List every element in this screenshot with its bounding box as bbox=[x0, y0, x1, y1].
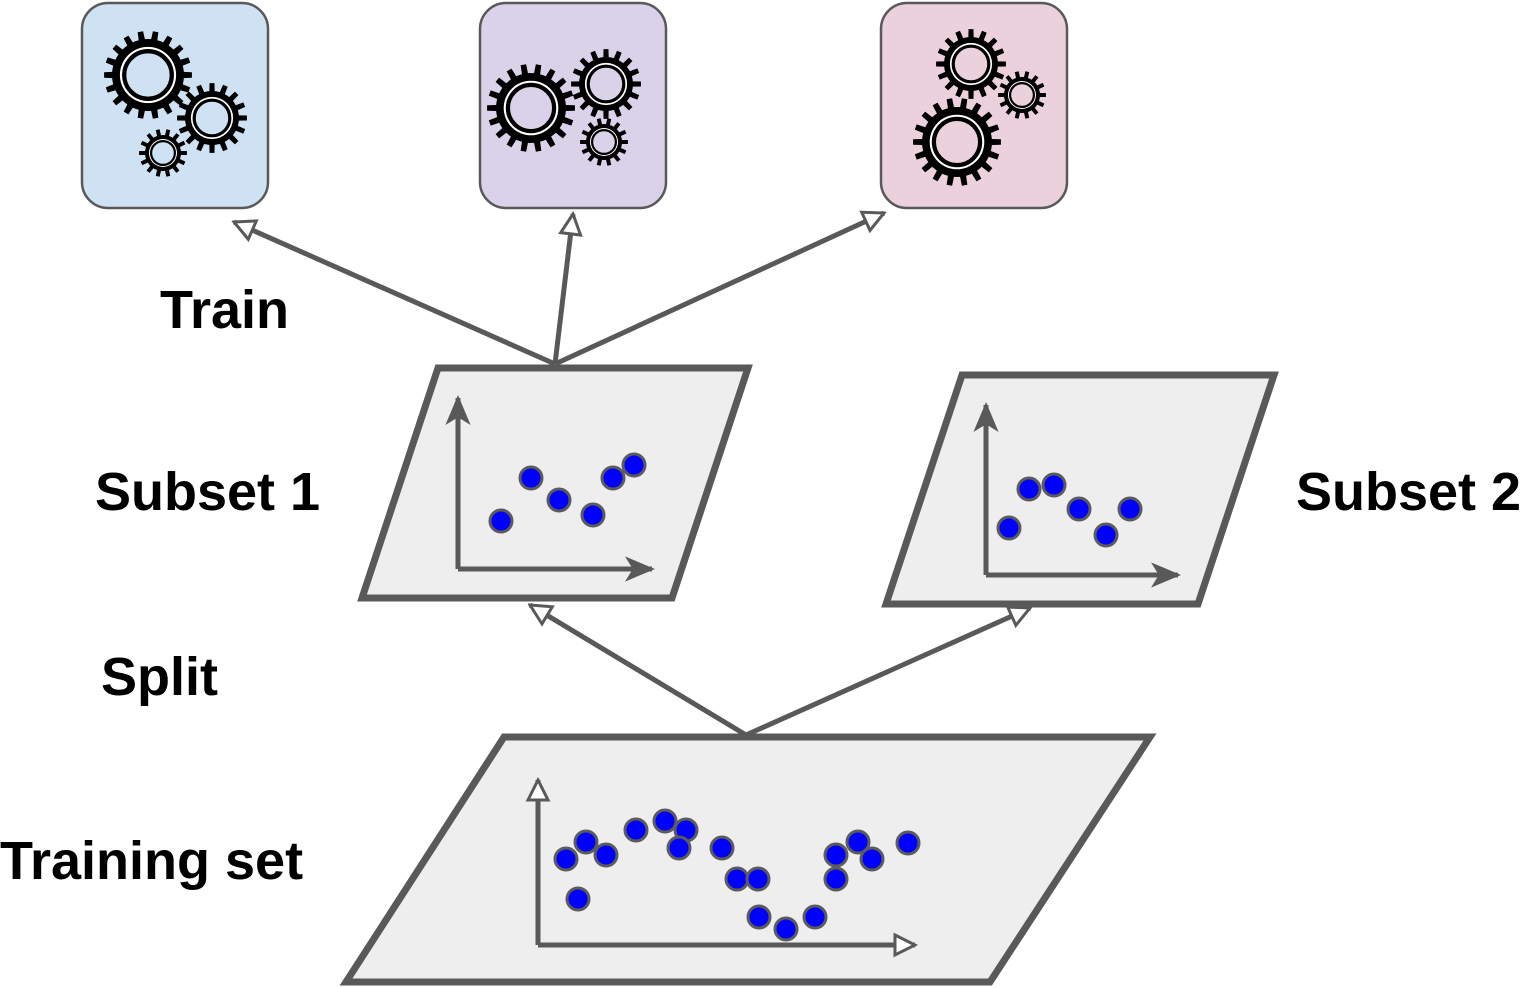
gear-icon bbox=[571, 49, 641, 119]
train-arrow-2 bbox=[552, 214, 573, 365]
subset-2-label: Subset 2 bbox=[1296, 462, 1521, 522]
data-point bbox=[621, 452, 647, 478]
train-label: Train bbox=[160, 280, 289, 340]
data-point bbox=[488, 508, 514, 534]
training-set-panel bbox=[339, 733, 1157, 986]
data-point bbox=[623, 817, 649, 843]
train-arrow-1 bbox=[234, 222, 557, 367]
split-arrow-1 bbox=[530, 602, 748, 738]
data-point bbox=[1041, 472, 1067, 498]
gear-icon bbox=[104, 31, 192, 119]
data-point bbox=[845, 829, 871, 855]
data-point bbox=[724, 866, 750, 892]
gear-icon bbox=[139, 129, 187, 177]
data-point bbox=[709, 835, 735, 861]
train-arrow-3 bbox=[553, 213, 884, 367]
data-point bbox=[746, 904, 772, 930]
subset-2-panel bbox=[881, 371, 1279, 608]
data-point bbox=[823, 866, 849, 892]
gear-icon bbox=[998, 71, 1046, 119]
gear-icon bbox=[913, 98, 1001, 186]
gear-icon bbox=[177, 83, 247, 153]
model-box-1 bbox=[80, 1, 270, 210]
data-point bbox=[773, 916, 799, 942]
gear-icon bbox=[936, 29, 1006, 99]
data-point bbox=[565, 886, 591, 912]
data-point bbox=[996, 515, 1022, 541]
data-point bbox=[823, 842, 849, 868]
data-point bbox=[1016, 476, 1042, 502]
data-point bbox=[745, 866, 771, 892]
data-point bbox=[652, 808, 678, 834]
data-point bbox=[666, 835, 692, 861]
data-point bbox=[593, 842, 619, 868]
split-label: Split bbox=[101, 647, 218, 707]
model-box-2 bbox=[478, 1, 668, 210]
gear-icon bbox=[487, 64, 575, 152]
data-point bbox=[573, 829, 599, 855]
data-point bbox=[1117, 496, 1143, 522]
data-point bbox=[518, 465, 544, 491]
subset-1-panel bbox=[357, 364, 753, 602]
subset-1-label: Subset 1 bbox=[95, 462, 320, 522]
gear-icon bbox=[580, 118, 628, 166]
data-point bbox=[859, 846, 885, 872]
data-point bbox=[802, 904, 828, 930]
data-point bbox=[1093, 522, 1119, 548]
data-point bbox=[546, 487, 572, 513]
data-point bbox=[600, 465, 626, 491]
data-point bbox=[580, 502, 606, 528]
split-arrow-2 bbox=[744, 608, 1030, 738]
data-point bbox=[895, 830, 921, 856]
data-point bbox=[1066, 496, 1092, 522]
training-set-label: Training set bbox=[0, 831, 303, 891]
model-box-3 bbox=[879, 1, 1069, 210]
data-point bbox=[553, 846, 579, 872]
